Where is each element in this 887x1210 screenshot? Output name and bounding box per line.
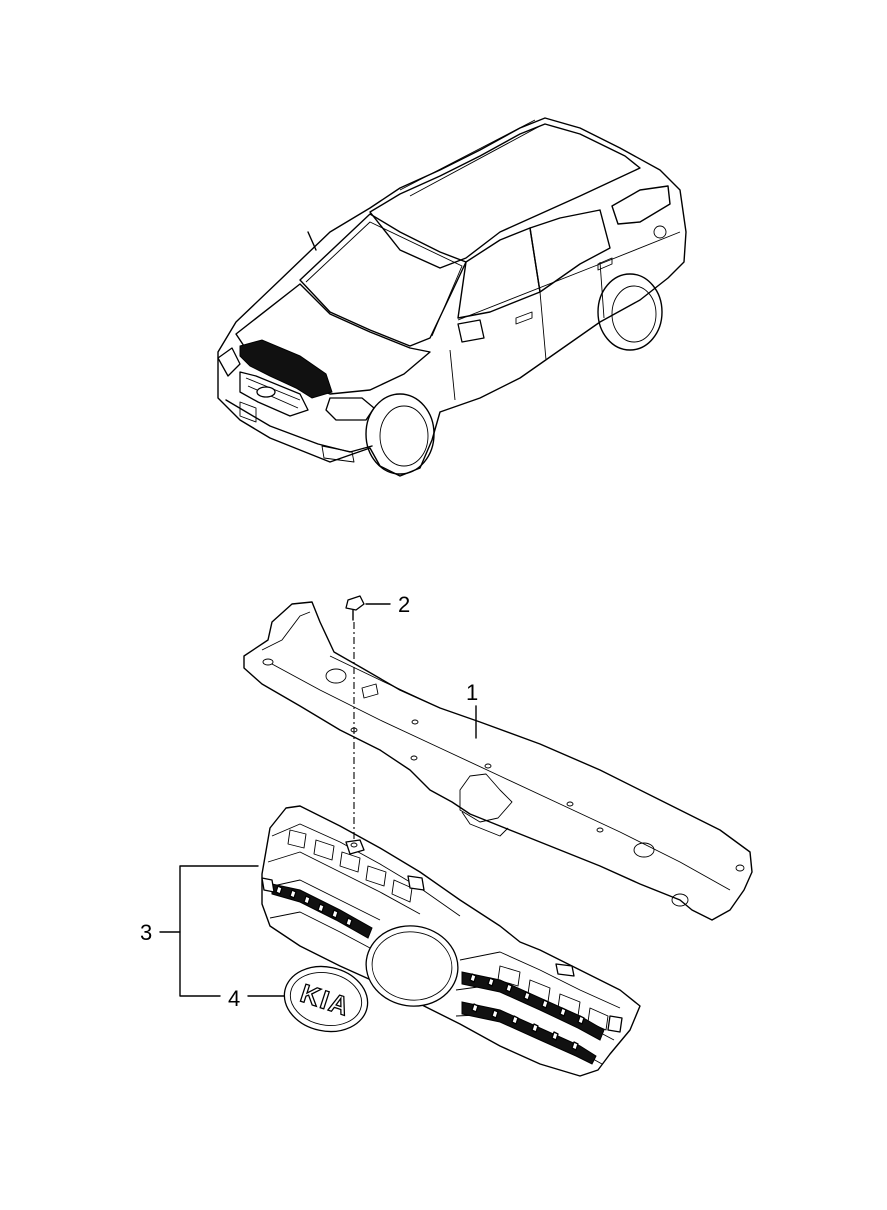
clip-fastener: [345, 595, 365, 845]
callout-2: 2: [398, 592, 410, 617]
callout-1: 1: [466, 680, 478, 705]
radiator-grille-assembly: [261, 805, 641, 1077]
callout-leaders: [159, 603, 477, 997]
emblem: KIA: [283, 965, 369, 1033]
vehicle-illustration: [217, 117, 687, 477]
callout-3: 3: [140, 920, 152, 945]
cowl-cover-panel: [243, 601, 753, 921]
callout-4: 4: [228, 986, 240, 1011]
